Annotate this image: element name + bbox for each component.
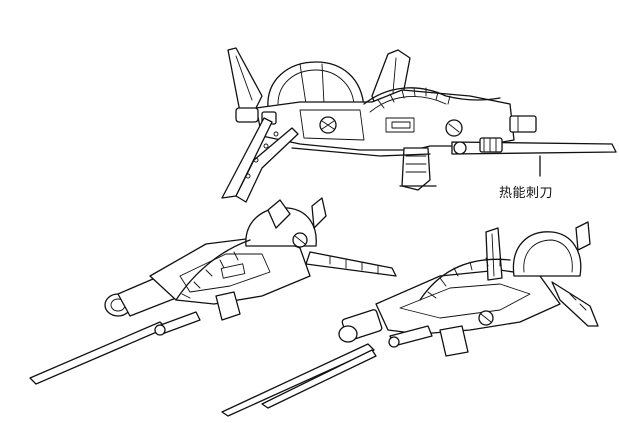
bayonet-blade-right	[221, 343, 375, 417]
drum-magazine-right	[512, 231, 582, 277]
heat-bayonet	[451, 141, 617, 155]
weapon-side-view	[221, 47, 617, 203]
receiver-body-left	[149, 235, 311, 305]
drum-magazine	[267, 61, 365, 109]
ammo-belt	[363, 87, 501, 105]
bayonet-blade-left	[29, 321, 167, 385]
rear-leg	[221, 117, 273, 199]
weapon-front-right-view	[221, 221, 599, 417]
muzzle	[509, 115, 537, 133]
heat-bayonet-label: 热能刺刀	[499, 186, 554, 201]
pistol-grip	[401, 147, 431, 191]
weapon-front-left-view	[29, 197, 397, 385]
swept-fin-left	[305, 251, 397, 277]
receiver-body-right	[375, 269, 561, 335]
